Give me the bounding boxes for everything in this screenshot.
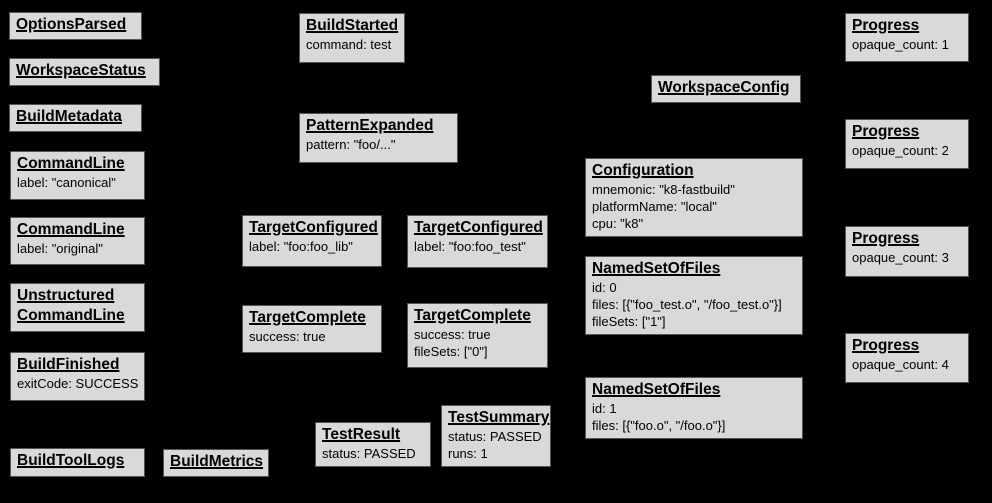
event-title: BuildFinished	[17, 356, 120, 373]
event-attribute: fileSets: ["0"]	[414, 344, 488, 359]
event-attribute: opaque_count: 4	[852, 357, 949, 372]
event-box-test-summary: TestSummary status: PASSED runs: 1	[441, 405, 551, 467]
event-attribute: opaque_count: 2	[852, 143, 949, 158]
event-title: NamedSetOfFiles	[592, 381, 721, 398]
event-title: WorkspaceStatus	[16, 62, 146, 79]
event-box-build-metrics: BuildMetrics	[163, 449, 269, 477]
event-box-progress-1: Progress opaque_count: 1	[845, 13, 969, 62]
event-attribute: success: true	[249, 329, 326, 344]
event-attribute: label: "original"	[17, 241, 103, 256]
event-attribute: status: PASSED	[322, 446, 416, 461]
event-title: BuildMetadata	[16, 108, 122, 125]
event-box-build-tool-logs: BuildToolLogs	[10, 448, 145, 477]
event-title: Progress	[852, 123, 920, 140]
event-attribute: files: [{"foo_test.o", "/foo_test.o"}]	[592, 297, 782, 312]
event-box-progress-4: Progress opaque_count: 4	[845, 333, 969, 383]
event-box-named-set-of-files-0: NamedSetOfFiles id: 0 files: [{"foo_test…	[585, 256, 803, 335]
event-box-test-result: TestResult status: PASSED	[315, 422, 431, 467]
event-box-target-complete-foo-test: TargetComplete success: true fileSets: […	[407, 303, 548, 368]
event-box-target-configured-foo-test: TargetConfigured label: "foo:foo_test"	[407, 215, 548, 268]
event-title: TargetConfigured	[249, 219, 378, 236]
event-box-unstructured-command-line: Unstructured CommandLine	[10, 283, 145, 332]
event-title: Progress	[852, 337, 920, 354]
event-title: Progress	[852, 230, 920, 247]
event-title: WorkspaceConfig	[658, 79, 790, 96]
event-attribute: label: "canonical"	[17, 175, 116, 190]
event-box-configuration: Configuration mnemonic: "k8-fastbuild" p…	[585, 158, 803, 237]
event-attribute: opaque_count: 1	[852, 37, 949, 52]
event-attribute: pattern: "foo/..."	[306, 137, 396, 152]
event-box-command-line-canonical: CommandLine label: "canonical"	[10, 151, 145, 200]
event-attribute: exitCode: SUCCESS	[17, 376, 139, 391]
event-attribute: command: test	[306, 37, 392, 52]
event-box-build-finished: BuildFinished exitCode: SUCCESS	[10, 352, 145, 401]
event-title: TargetComplete	[414, 307, 531, 324]
event-box-progress-3: Progress opaque_count: 3	[845, 226, 969, 277]
event-attribute: fileSets: ["1"]	[592, 314, 666, 329]
event-title: CommandLine	[17, 221, 125, 238]
event-box-workspace-status: WorkspaceStatus	[9, 58, 160, 86]
event-title: TestResult	[322, 426, 401, 443]
event-attribute: id: 0	[592, 280, 617, 295]
event-box-named-set-of-files-1: NamedSetOfFiles id: 1 files: [{"foo.o", …	[585, 377, 803, 439]
event-title: Unstructured CommandLine	[17, 287, 125, 324]
event-attribute: id: 1	[592, 401, 617, 416]
event-box-target-configured-foo-lib: TargetConfigured label: "foo:foo_lib"	[242, 215, 382, 267]
event-title: TargetConfigured	[414, 219, 543, 236]
event-attribute: files: [{"foo.o", "/foo.o"}]	[592, 418, 726, 433]
event-title: CommandLine	[17, 155, 125, 172]
event-box-progress-2: Progress opaque_count: 2	[845, 119, 969, 169]
event-box-options-parsed: OptionsParsed	[9, 12, 142, 40]
event-title: Configuration	[592, 162, 694, 179]
event-attribute: label: "foo:foo_lib"	[249, 239, 353, 254]
event-box-workspace-config: WorkspaceConfig	[651, 75, 801, 103]
event-attribute: opaque_count: 3	[852, 250, 949, 265]
event-box-target-complete-foo-lib: TargetComplete success: true	[242, 305, 382, 353]
event-attribute: success: true	[414, 327, 491, 342]
event-title: OptionsParsed	[16, 16, 127, 33]
event-title: TestSummary	[448, 409, 550, 426]
event-box-build-started: BuildStarted command: test	[299, 13, 405, 63]
event-attribute: mnemonic: "k8-fastbuild"	[592, 182, 735, 197]
event-title: TargetComplete	[249, 309, 366, 326]
event-attribute: status: PASSED	[448, 429, 542, 444]
event-box-pattern-expanded: PatternExpanded pattern: "foo/..."	[299, 113, 458, 163]
event-box-command-line-original: CommandLine label: "original"	[10, 217, 145, 265]
event-attribute: platformName: "local"	[592, 199, 717, 214]
event-box-build-metadata: BuildMetadata	[9, 104, 142, 132]
event-title: BuildMetrics	[170, 453, 264, 470]
event-title: BuildToolLogs	[17, 452, 125, 469]
event-title: BuildStarted	[306, 17, 399, 34]
event-attribute: label: "foo:foo_test"	[414, 239, 526, 254]
event-title: PatternExpanded	[306, 117, 434, 134]
event-attribute: cpu: "k8"	[592, 216, 644, 231]
event-attribute: runs: 1	[448, 446, 488, 461]
event-title: NamedSetOfFiles	[592, 260, 721, 277]
event-title: Progress	[852, 17, 920, 34]
